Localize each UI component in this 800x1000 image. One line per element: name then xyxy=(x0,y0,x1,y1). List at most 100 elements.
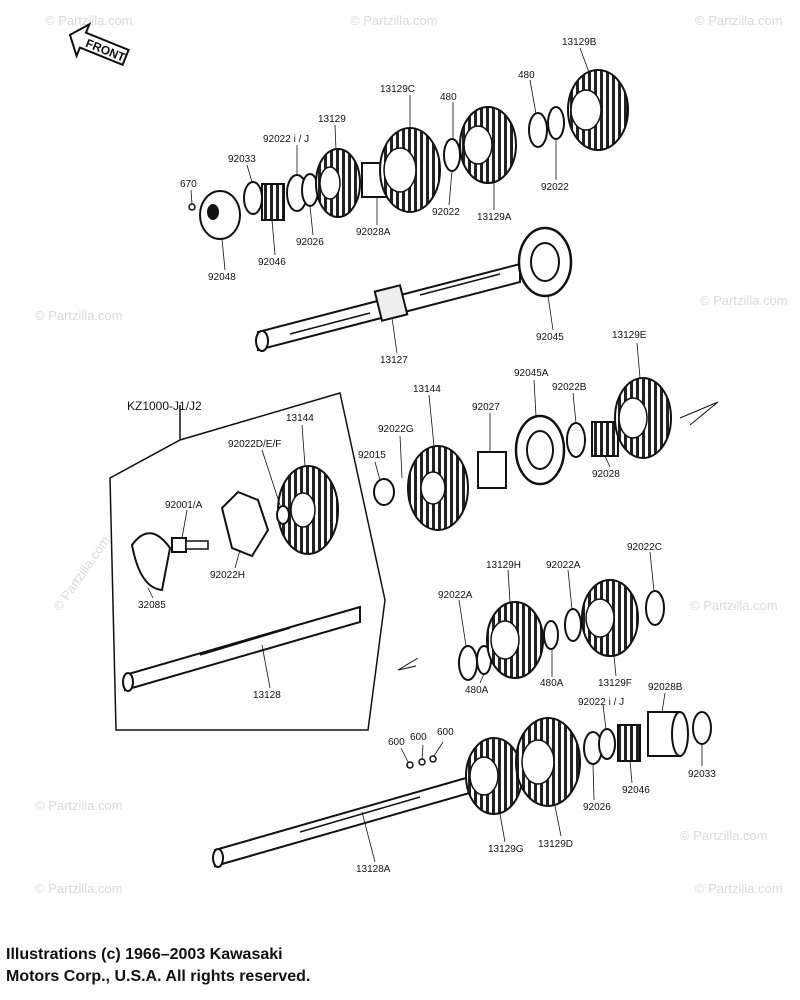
part-label: 13128A xyxy=(356,864,391,875)
part-label: 13129E xyxy=(612,330,647,341)
part-label: 92045A xyxy=(514,368,549,379)
part-label: 92027 xyxy=(472,402,500,413)
part-label: 92045 xyxy=(536,332,564,343)
needle-bearing-92046 xyxy=(261,183,285,221)
part-label: 600 xyxy=(388,737,405,748)
part-label: 92015 xyxy=(358,450,386,461)
part-label: 13129 xyxy=(318,114,346,125)
part-label: 92033 xyxy=(228,154,256,165)
part-label: 92022G xyxy=(378,424,414,435)
part-label: 13129B xyxy=(562,37,597,48)
part-label: 13129H xyxy=(486,560,521,571)
gear-13129B xyxy=(567,69,629,151)
circlip-92033-b xyxy=(692,711,712,745)
part-label: 600 xyxy=(437,727,454,738)
gear-13129H xyxy=(486,601,544,679)
shaft-13127 xyxy=(255,262,521,352)
sprocket-13144 xyxy=(407,445,469,531)
part-label: 92028 xyxy=(592,469,620,480)
variant-inset-box xyxy=(109,392,386,731)
gear-13129A xyxy=(459,106,517,184)
part-label: 92026 xyxy=(296,237,324,248)
part-label: 92028B xyxy=(648,682,683,693)
watermark: © Partzilla.com xyxy=(695,13,783,28)
part-label: 92022 xyxy=(432,207,460,218)
bolt-92001A xyxy=(171,537,209,553)
gear-13129F xyxy=(581,579,639,657)
part-label: 92033 xyxy=(688,769,716,780)
part-label: 92022A xyxy=(546,560,581,571)
circlip-480A-b xyxy=(543,620,559,650)
part-label: 13129D xyxy=(538,839,573,850)
copyright-line: Illustrations (c) 1966–2003 Kawasaki xyxy=(6,946,283,963)
collar-92027 xyxy=(477,451,507,489)
nut-92015 xyxy=(373,478,395,506)
washer-92022B xyxy=(566,422,586,458)
gear-13129D xyxy=(515,717,581,807)
part-label: 92022B xyxy=(552,382,587,393)
part-label: 92022C xyxy=(627,542,662,553)
watermark: © Partzilla.com xyxy=(350,13,438,28)
watermark: © Partzilla.com xyxy=(690,598,778,613)
gear-13129E xyxy=(614,377,672,459)
circlip-480 xyxy=(528,112,548,148)
watermark: © Partzilla.com xyxy=(695,881,783,896)
part-label: 13129F xyxy=(598,678,632,689)
shaft-13128A xyxy=(212,772,481,868)
part-label: 92022 i / J xyxy=(578,697,624,708)
washer-92022ij-b xyxy=(598,728,616,760)
part-label: 13144 xyxy=(413,384,441,395)
part-label: 13128 xyxy=(253,690,281,701)
watermark: © Partzilla.com xyxy=(50,533,113,613)
washer-92022-b xyxy=(547,106,565,140)
part-label: 13129C xyxy=(380,84,415,95)
part-label: 92022D/E/F xyxy=(228,439,281,450)
part-label: 92046 xyxy=(622,785,650,796)
part-label: 92022 i / J xyxy=(263,134,309,145)
washer-92022 xyxy=(443,138,461,172)
part-label: 480 xyxy=(440,92,457,103)
sprocket-13144-alt xyxy=(277,465,339,555)
watermark: © Partzilla.com xyxy=(45,13,133,28)
circlip-92033 xyxy=(243,181,263,215)
cover-32085 xyxy=(130,532,172,592)
part-label: 670 xyxy=(180,179,197,190)
part-label: 92001/A xyxy=(165,500,203,511)
part-labels: 13129B 480 13129C 480 13129 92022 i / J … xyxy=(138,37,716,875)
watermark: © Partzilla.com xyxy=(35,798,123,813)
copyright-notice: Illustrations (c) 1966–2003 Kawasaki Mot… xyxy=(6,944,566,988)
cap-92048 xyxy=(199,190,241,240)
part-label: 13127 xyxy=(380,355,408,366)
gear-13129C xyxy=(379,127,441,213)
bushing-92028 xyxy=(591,421,619,457)
part-label: 92022 xyxy=(541,182,569,193)
needle-bearing-92046-b xyxy=(617,724,641,762)
front-arrow-icon: FRONT xyxy=(68,22,130,67)
part-label: 480A xyxy=(540,678,564,689)
part-label: 13144 xyxy=(286,413,314,424)
part-label: 92028A xyxy=(356,227,391,238)
ball-600 xyxy=(406,761,414,769)
copyright-line: Motors Corp., U.S.A. All rights reserved… xyxy=(6,968,311,985)
gear-13129 xyxy=(315,148,361,218)
watermark: © Partzilla.com xyxy=(35,881,123,896)
watermark: © Partzilla.com xyxy=(680,828,768,843)
bearing-92045 xyxy=(517,226,573,298)
part-label: 32085 xyxy=(138,600,166,611)
part-label: 13129A xyxy=(477,212,512,223)
washer-92022A-b xyxy=(564,608,582,642)
direction-arrow-icon xyxy=(397,657,419,671)
watermark: © Partzilla.com xyxy=(700,293,788,308)
part-label: 480 xyxy=(518,70,535,81)
part-label: 92046 xyxy=(258,257,286,268)
part-label: 480A xyxy=(465,685,489,696)
direction-arrow-icon xyxy=(679,401,719,426)
part-label: 92022A xyxy=(438,590,473,601)
cap-92028B xyxy=(647,711,689,757)
part-label: 13129G xyxy=(488,844,524,855)
washer-92022C xyxy=(645,590,665,626)
washer-92022DEF xyxy=(276,505,290,525)
pin-670 xyxy=(188,203,196,211)
leader-lines xyxy=(147,47,703,863)
